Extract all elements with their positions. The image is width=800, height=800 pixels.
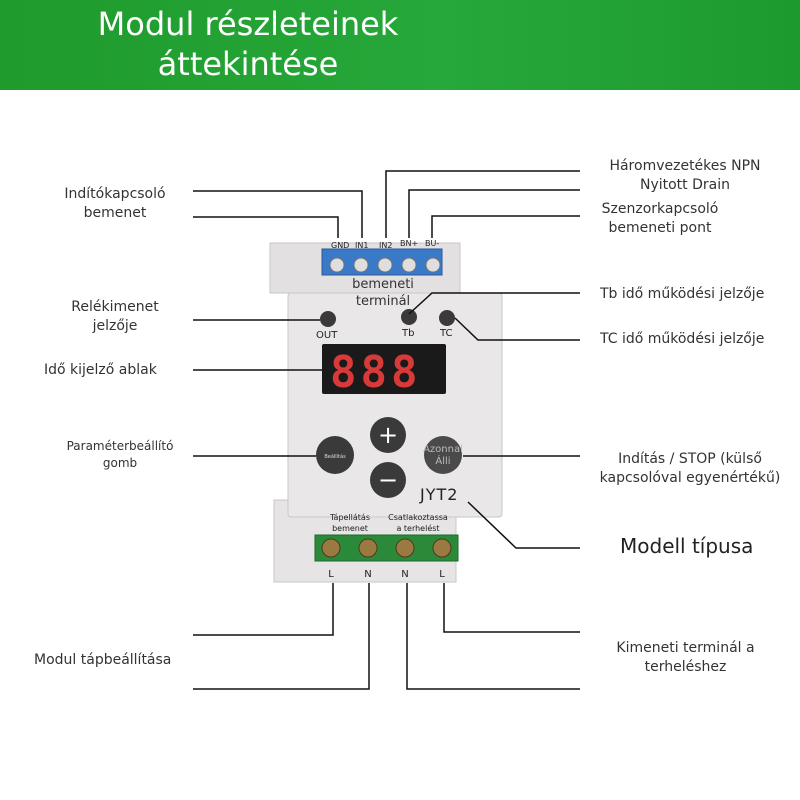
- load-label-1: Csatlakoztassa: [388, 513, 448, 522]
- label-input-terminal: bemeneti terminál: [352, 277, 414, 309]
- power-input-label-2: bemenet: [332, 524, 368, 533]
- leader-sensor: [431, 215, 580, 238]
- terminal-in1: IN1: [355, 241, 368, 250]
- page-title: Modul részleteinek áttekintése: [97, 5, 399, 83]
- top-terminal-labels: GND IN1 IN2 BN+ BU-: [331, 239, 439, 250]
- display-window: [322, 344, 446, 394]
- leader-npn-1: [385, 170, 580, 238]
- param-button-text: Beállítás: [324, 453, 346, 460]
- leader-output-2: [406, 583, 580, 690]
- label-output-terminal: Kimeneti terminál a terheléshez: [616, 640, 755, 675]
- leader-power-2: [193, 583, 370, 690]
- terminal-bn: BN+: [400, 239, 418, 248]
- led-tb-label: Tb: [401, 328, 414, 339]
- label-sensor-switch-input: Szenzorkapcsoló bemeneti pont: [601, 201, 719, 236]
- label-start-stop: Indítás / STOP (külső kapcsolóval egyené…: [599, 451, 781, 486]
- bottom-terminal-n1: N: [364, 569, 371, 580]
- leader-tc: [454, 317, 580, 341]
- start-button: [424, 436, 462, 474]
- bottom-terminal-l1: L: [328, 569, 334, 580]
- minus-symbol: −: [378, 466, 398, 494]
- terminal-bu: BU-: [425, 239, 439, 248]
- leader-start-2: [193, 216, 339, 238]
- leader-tb: [408, 292, 580, 315]
- bottom-terminal-l2: L: [439, 569, 445, 580]
- display-digits: 888: [330, 347, 421, 398]
- label-tc-indicator: TC idő működési jelzője: [600, 331, 765, 347]
- plus-symbol: +: [378, 421, 398, 449]
- label-relay-output: Relékimenet jelzője: [71, 299, 159, 334]
- param-button: [316, 436, 354, 474]
- leader-model: [467, 501, 580, 549]
- label-time-display: Idő kijelző ablak: [44, 362, 157, 378]
- leader-npn-2: [408, 189, 580, 238]
- minus-button: [370, 462, 406, 498]
- leader-output-1: [443, 583, 580, 633]
- label-power-setting: Modul tápbeállítása: [34, 652, 172, 668]
- label-tb-indicator: Tb idő működési jelzője: [600, 286, 765, 302]
- tb-led: [401, 309, 417, 325]
- out-led: [320, 311, 336, 327]
- model-text: JYT2: [419, 485, 458, 504]
- top-screws: [329, 257, 441, 273]
- leader-lines: [193, 170, 580, 690]
- terminal-gnd: GND: [331, 241, 349, 250]
- tc-led: [439, 310, 455, 326]
- start-button-text-line2: Álli: [435, 454, 450, 467]
- load-label-2: a terhelést: [396, 523, 439, 533]
- label-start-switch-input: Indítókapcsoló bemenet: [64, 186, 166, 221]
- terminal-in2: IN2: [379, 241, 392, 250]
- label-three-wire-npn: Háromvezetékes NPN Nyitott Drain: [609, 158, 761, 193]
- label-param-button: Paraméterbeállító gomb: [66, 439, 174, 470]
- start-button-text-line1: Azonnal: [423, 444, 463, 455]
- led-out-label: OUT: [316, 330, 338, 341]
- plus-button: [370, 417, 406, 453]
- bottom-terminal-n2: N: [401, 569, 408, 580]
- leader-start-1: [193, 190, 363, 238]
- label-model-type: Modell típusa: [620, 534, 754, 558]
- bottom-screws: [321, 538, 452, 558]
- leader-power-1: [193, 583, 334, 636]
- power-input-label-1: Tápellátás: [329, 513, 370, 522]
- title-banner: Modul részleteinek áttekintése: [0, 0, 800, 90]
- led-tc-label: TC: [439, 328, 453, 339]
